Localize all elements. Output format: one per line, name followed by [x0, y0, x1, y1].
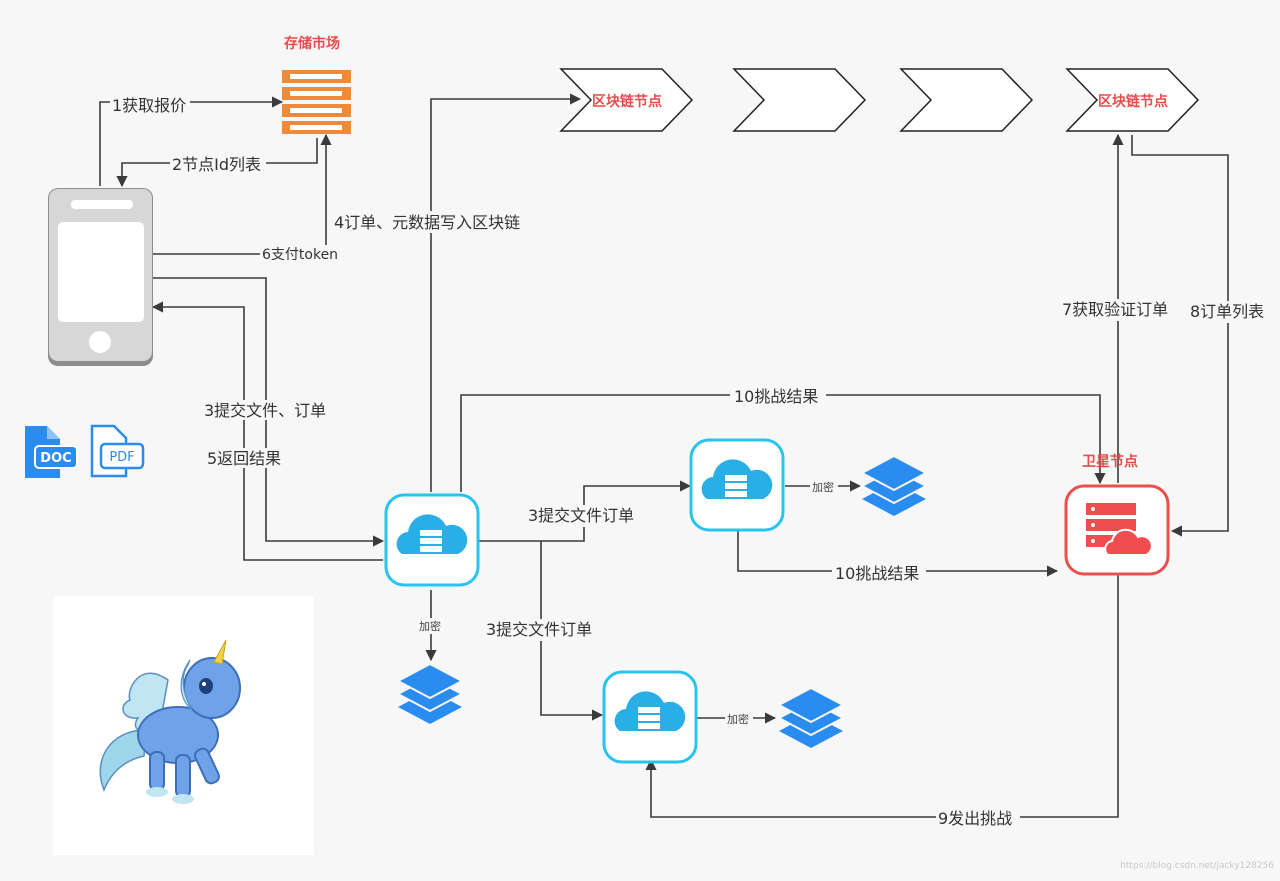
label-e1: 1获取报价	[112, 96, 186, 115]
label-enc3: 加密	[727, 712, 749, 726]
cloud-storage-node-center	[384, 493, 480, 587]
label-enc1: 加密	[419, 619, 441, 633]
blockchain-node-right	[1065, 68, 1200, 132]
layers-icon-center	[395, 662, 465, 724]
blockchain-node-left-label: 区块链节点	[592, 93, 662, 110]
unicorn-mascot-image	[53, 596, 314, 855]
pdf-icon-text: PDF	[109, 450, 134, 465]
edge-get-quote	[99, 96, 284, 186]
label-e10a: 10挑战结果	[734, 387, 818, 406]
satellite-node-title: 卫星节点	[1082, 453, 1138, 470]
blockchain-chain: 区块链节点 区块链节点	[559, 68, 1200, 132]
storage-market-title: 存储市场	[284, 35, 340, 52]
label-e2: 2节点Id列表	[172, 155, 261, 174]
doc-file-icon: DOC	[25, 426, 78, 478]
cloud-storage-node-lower	[602, 670, 698, 764]
doc-icon-text: DOC	[40, 451, 71, 466]
edge-issue-challenge	[645, 575, 1119, 818]
satellite-node-server-cloud-icon	[1064, 484, 1170, 576]
pdf-file-icon: PDF	[90, 424, 145, 478]
edge-pay-token	[153, 133, 332, 255]
label-enc2: 加密	[812, 480, 834, 494]
mobile-phone-icon	[48, 188, 153, 366]
label-e5: 5返回结果	[207, 449, 281, 468]
edge-labels: 1获取报价 2节点Id列表 6支付token 4订单、元数据写入区块链 3提交文…	[110, 95, 1272, 830]
blockchain-node-right-label: 区块链节点	[1098, 93, 1168, 110]
edge-order-list	[1131, 135, 1229, 537]
edge-submit-node3	[540, 541, 604, 721]
blockchain-link-1	[732, 68, 867, 132]
label-e8: 8订单列表	[1190, 302, 1264, 321]
edge-return-result	[151, 301, 383, 561]
watermark-text: https://blog.csdn.net/jacky128256	[1120, 861, 1274, 871]
edge-write-chain	[430, 93, 582, 492]
label-e9: 9发出挑战	[938, 809, 1012, 828]
edge-challenge-result-mid	[737, 530, 1059, 577]
label-e6: 6支付token	[262, 247, 338, 263]
storage-market-server-icon	[282, 70, 351, 134]
label-e7: 7获取验证订单	[1062, 300, 1168, 319]
layers-icon-lower	[776, 686, 846, 748]
label-e10b: 10挑战结果	[835, 564, 919, 583]
blockchain-node-left	[559, 68, 694, 132]
blockchain-link-2	[899, 68, 1034, 132]
cloud-storage-node-upper	[689, 438, 785, 532]
label-e3c: 3提交文件订单	[486, 620, 592, 639]
label-e3a: 3提交文件、订单	[204, 401, 326, 420]
layers-icon-upper	[859, 454, 929, 516]
label-e4: 4订单、元数据写入区块链	[334, 213, 520, 232]
label-e3b: 3提交文件订单	[528, 506, 634, 525]
